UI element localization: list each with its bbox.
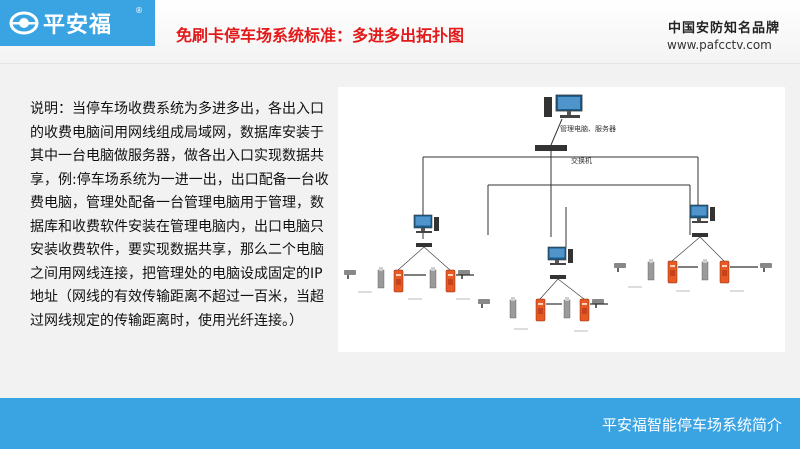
website-url: www.pafcctv.com: [667, 38, 772, 52]
switch-label: 交换机: [571, 156, 592, 165]
registered-mark: ®: [135, 6, 143, 15]
decorative-callouts: [358, 286, 744, 332]
topology-diagram: 管理电脑、服务器 交换机: [338, 87, 785, 352]
topology-svg: 管理电脑、服务器 交换机: [344, 94, 772, 332]
exit-station-center: [478, 246, 608, 322]
network-lines: [422, 118, 699, 247]
server-label: 管理电脑、服务器: [560, 124, 616, 133]
description-text: 说明：当停车场收费系统为多进多出，各出入口的收费电脑间用网线组成局域网，数据库安…: [30, 101, 329, 329]
core-switch-icon: [535, 145, 567, 151]
entrance-station-left: [344, 214, 474, 293]
eye-logo-icon: [9, 11, 39, 35]
slide-title: 免刷卡停车场系统标准：多进多出拓扑图: [176, 26, 465, 45]
header-bar: 平安福 ® 免刷卡停车场系统标准：多进多出拓扑图 中国安防知名品牌 www.pa…: [0, 0, 800, 64]
footer-bar: 平安福智能停车场系统简介: [0, 398, 800, 449]
entrance-station-right: [614, 204, 772, 284]
footer-text: 平安福智能停车场系统简介: [601, 416, 782, 434]
server-computer-icon: [544, 94, 583, 118]
logo-text: 平安福: [43, 13, 113, 38]
brand-slogan: 中国安防知名品牌: [668, 21, 781, 36]
brand-logo: 平安福 ®: [0, 0, 155, 46]
